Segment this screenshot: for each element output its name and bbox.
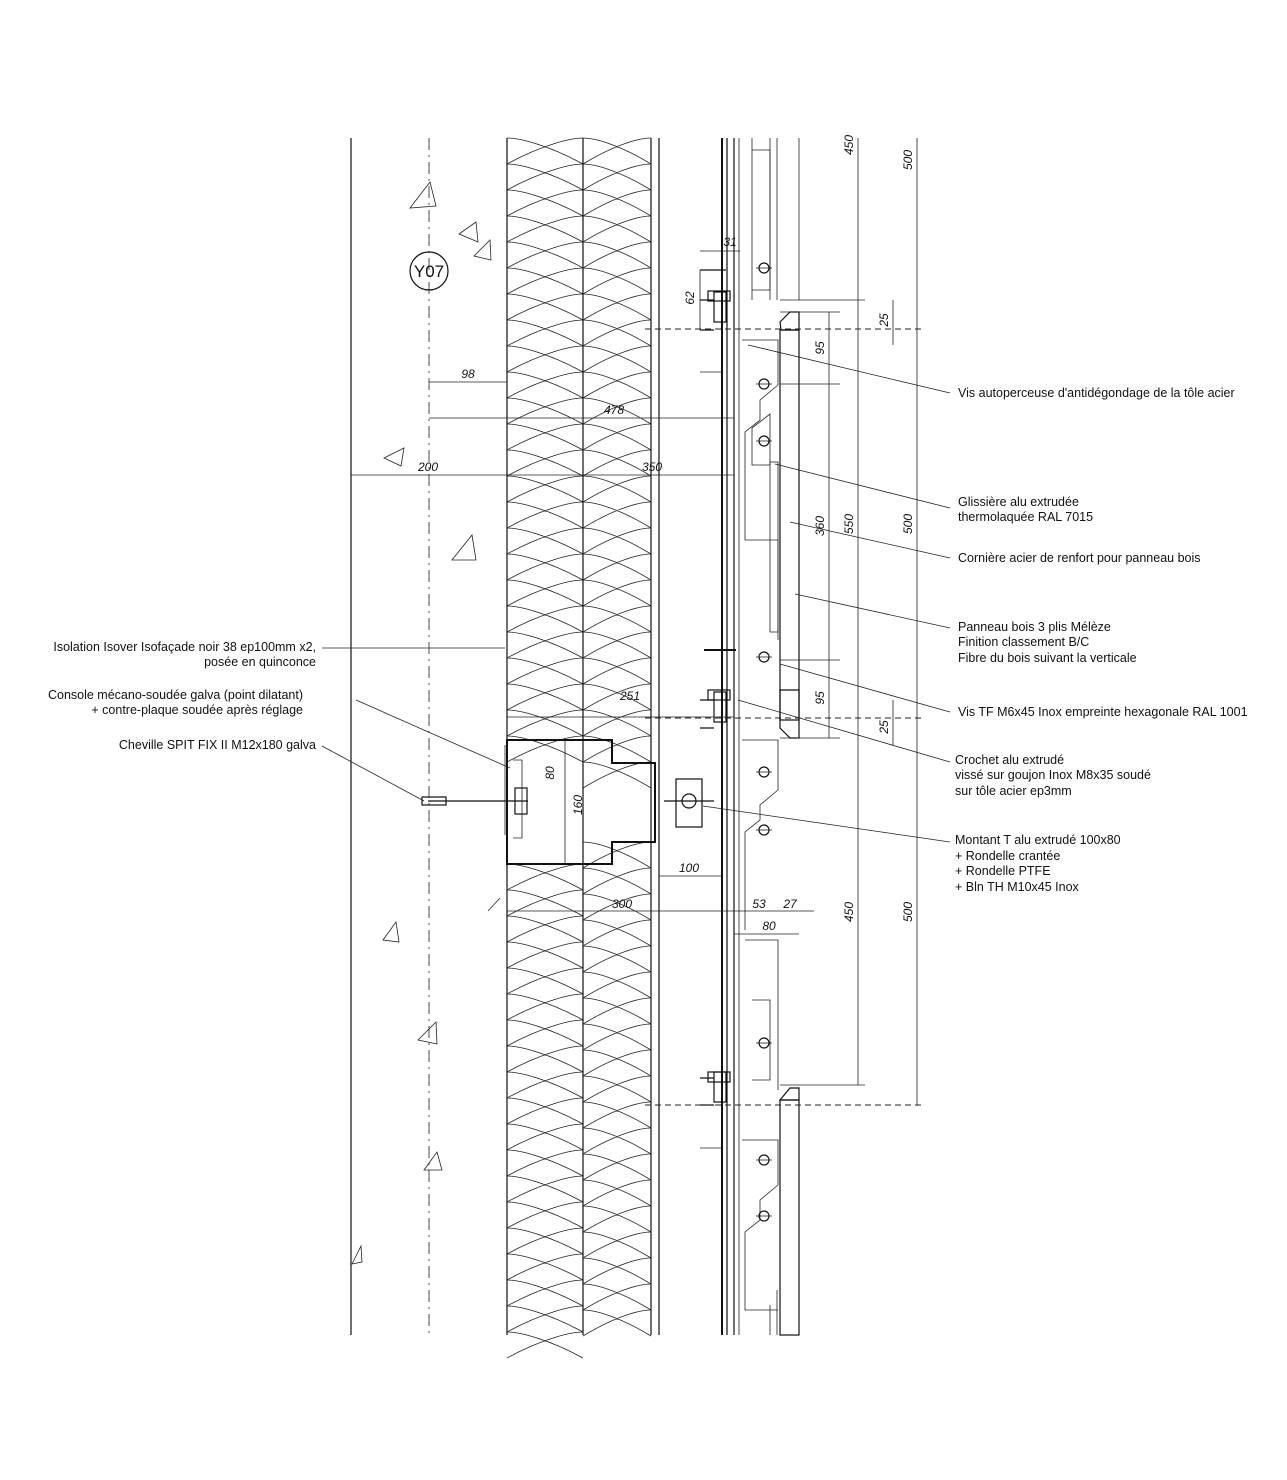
annotation-anchor-bolt: Cheville SPIT FIX II M12x180 galva — [119, 738, 316, 752]
annotation-wood-panel-line3: Fibre du bois suivant la verticale — [958, 651, 1137, 665]
annotation-console-line2: + contre-plaque soudée après réglage — [91, 703, 303, 717]
dim-25-upper: 25 — [877, 313, 891, 328]
dim-25-lower: 25 — [877, 720, 891, 735]
dim-62: 62 — [683, 291, 697, 305]
hook-bolt-symbol — [707, 689, 731, 701]
annotation-insulation-line2: posée en quinconce — [204, 655, 316, 669]
annotation-hook-line3: sur tôle acier ep3mm — [955, 784, 1072, 798]
t-profile-bolt — [675, 778, 703, 828]
annotation-t-profile-line3: + Rondelle PTFE — [955, 864, 1051, 878]
dimension-labels: 98 478 200 350 251 100 300 53 27 80 31 8… — [417, 135, 915, 933]
dimension-lines — [351, 138, 918, 1105]
annotation-insulation-line1: Isolation Isover Isofaçade noir 38 ep100… — [53, 640, 316, 654]
detail-tag-label: Y07 — [414, 262, 444, 281]
dim-300: 300 — [612, 897, 632, 911]
dim-500-bottom: 500 — [901, 902, 915, 922]
insulation-layer — [506, 137, 660, 1359]
dim-80-horizontal: 80 — [762, 919, 776, 933]
dim-27: 27 — [782, 897, 798, 911]
annotation-tf-screw: Vis TF M6x45 Inox empreinte hexagonale R… — [958, 705, 1248, 719]
leader-lines — [321, 344, 951, 843]
annotation-hook-line1: Crochet alu extrudé — [955, 753, 1064, 767]
dim-80-vertical: 80 — [543, 766, 557, 780]
dim-450-upper: 450 — [842, 135, 856, 155]
hook-bolt-symbol — [707, 290, 731, 302]
dim-31: 31 — [723, 235, 736, 249]
dim-450-lower: 450 — [842, 902, 856, 922]
dim-550: 550 — [842, 514, 856, 534]
dim-200: 200 — [417, 460, 438, 474]
annotation-angle-reinforcement: Cornière acier de renfort pour panneau b… — [958, 551, 1201, 565]
dim-98: 98 — [461, 367, 475, 381]
annotation-wood-panel-line2: Finition classement B/C — [958, 635, 1089, 649]
annotation-hook-line2: vissé sur goujon Inox M8x35 soudé — [955, 768, 1151, 782]
wood-panel-main — [779, 329, 800, 721]
annotation-t-profile-line2: + Rondelle crantée — [955, 849, 1060, 863]
cladding-system — [664, 138, 800, 1336]
dim-100: 100 — [679, 861, 699, 875]
annotation-rail-line1: Glissière alu extrudée — [958, 495, 1079, 509]
dim-251: 251 — [619, 689, 640, 703]
wood-panel-upper-section — [779, 311, 800, 331]
dim-160: 160 — [571, 795, 585, 815]
annotation-t-profile-line1: Montant T alu extrudé 100x80 — [955, 833, 1121, 847]
annotations-right: Vis autoperceuse d'antidégondage de la t… — [955, 386, 1248, 894]
detail-tag-y07: Y07 — [409, 251, 449, 291]
concrete-wall — [350, 138, 508, 1335]
dim-500-middle: 500 — [901, 514, 915, 534]
annotations-left: Isolation Isover Isofaçade noir 38 ep100… — [48, 640, 316, 752]
dim-350: 350 — [642, 460, 662, 474]
dim-53: 53 — [752, 897, 766, 911]
annotation-t-profile-line4: + Bln TH M10x45 Inox — [955, 880, 1080, 894]
dim-360: 360 — [813, 516, 827, 536]
annotation-console-line1: Console mécano-soudée galva (point dilat… — [48, 688, 303, 702]
dim-95-upper: 95 — [813, 341, 827, 355]
console-bracket — [421, 739, 656, 865]
dim-500-top: 500 — [901, 150, 915, 170]
annotation-wood-panel-line1: Panneau bois 3 plis Mélèze — [958, 620, 1111, 634]
dim-95-lower: 95 — [813, 691, 827, 705]
annotation-rail-line2: thermolaquée RAL 7015 — [958, 510, 1093, 524]
level-lines — [645, 328, 924, 1106]
annotation-anti-lift-screw: Vis autoperceuse d'antidégondage de la t… — [958, 386, 1235, 400]
dim-478: 478 — [604, 403, 624, 417]
